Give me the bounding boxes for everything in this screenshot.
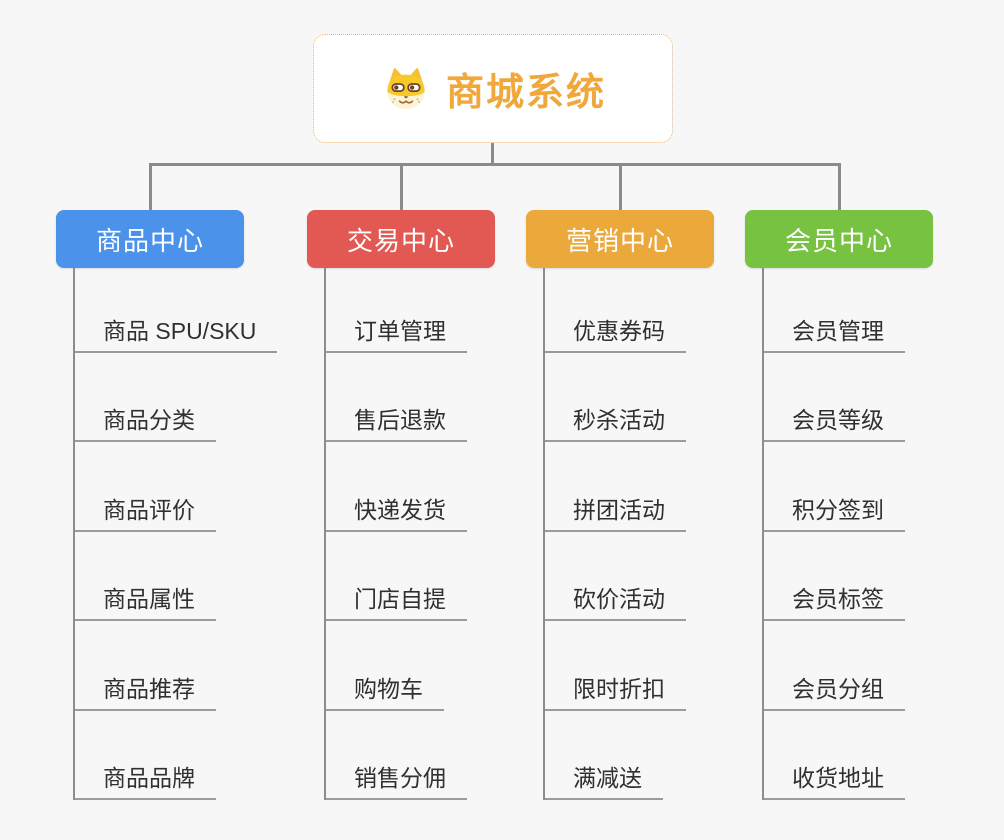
connector-drop-trade xyxy=(399,163,403,210)
mindmap-leaf-node[interactable]: 会员分组 xyxy=(762,621,905,711)
mindmap-leaf-node[interactable]: 商品 SPU/SKU xyxy=(73,268,278,353)
mindmap-leaf-node[interactable]: 限时折扣 xyxy=(543,621,686,711)
branch-header-marketing[interactable]: 营销中心 xyxy=(526,210,714,268)
mindmap-leaf-node[interactable]: 门店自提 xyxy=(324,532,467,622)
mindmap-leaf-node[interactable]: 商品推荐 xyxy=(73,621,216,711)
mindmap-leaf-node[interactable]: 商品评价 xyxy=(73,442,216,532)
connector-rail xyxy=(150,163,839,166)
mindmap-leaf-node[interactable]: 商品品牌 xyxy=(73,711,216,800)
mindmap-leaf-node[interactable]: 秒杀活动 xyxy=(543,353,686,443)
mindmap-leaf-node[interactable]: 砍价活动 xyxy=(543,532,686,622)
connector-root-stem xyxy=(491,143,494,166)
mindmap-leaf-node[interactable]: 积分签到 xyxy=(762,442,905,532)
mindmap-leaf-node[interactable]: 快递发货 xyxy=(324,442,467,532)
branch-header-members[interactable]: 会员中心 xyxy=(745,210,933,268)
mindmap-leaf-node[interactable]: 商品分类 xyxy=(73,353,216,443)
branch-items-members: 会员管理会员等级积分签到会员标签会员分组收货地址 xyxy=(762,268,905,800)
connector-drop-products xyxy=(148,163,152,210)
mindmap-leaf-node[interactable]: 订单管理 xyxy=(324,268,467,353)
branch-items-trade: 订单管理售后退款快递发货门店自提购物车销售分佣 xyxy=(324,268,467,800)
mindmap-leaf-node[interactable]: 销售分佣 xyxy=(324,711,467,800)
mindmap-leaf-node[interactable]: 售后退款 xyxy=(324,353,467,443)
branch-header-products[interactable]: 商品中心 xyxy=(56,210,244,268)
mindmap-leaf-node[interactable]: 拼团活动 xyxy=(543,442,686,532)
branch-header-trade[interactable]: 交易中心 xyxy=(307,210,495,268)
connector-drop-members xyxy=(837,163,841,210)
root-title: 商城系统 xyxy=(445,72,606,114)
mindmap-leaf-node[interactable]: 会员管理 xyxy=(762,268,905,353)
root-node[interactable]: 商城系统 xyxy=(313,34,673,143)
mindmap-leaf-node[interactable]: 满减送 xyxy=(543,711,663,800)
branch-members: 会员中心会员管理会员等级积分签到会员标签会员分组收货地址 xyxy=(745,210,933,800)
mindmap-leaf-node[interactable]: 收货地址 xyxy=(762,711,905,800)
branch-marketing: 营销中心优惠券码秒杀活动拼团活动砍价活动限时折扣满减送 xyxy=(526,210,714,800)
shiba-dog-icon xyxy=(387,67,425,109)
mindmap-leaf-node[interactable]: 会员标签 xyxy=(762,532,905,622)
mindmap-leaf-node[interactable]: 购物车 xyxy=(324,621,444,711)
branch-items-marketing: 优惠券码秒杀活动拼团活动砍价活动限时折扣满减送 xyxy=(543,268,686,800)
mindmap-leaf-node[interactable]: 优惠券码 xyxy=(543,268,686,353)
connector-drop-marketing xyxy=(618,163,622,210)
mindmap-leaf-node[interactable]: 会员等级 xyxy=(762,353,905,443)
mindmap-leaf-node[interactable]: 商品属性 xyxy=(73,532,216,622)
branch-trade: 交易中心订单管理售后退款快递发货门店自提购物车销售分佣 xyxy=(307,210,495,800)
